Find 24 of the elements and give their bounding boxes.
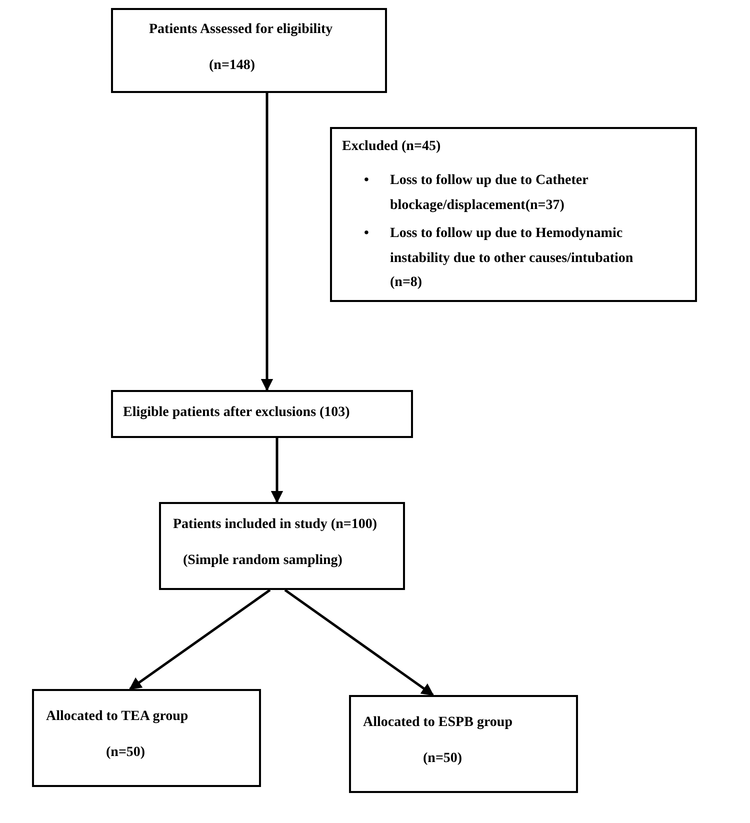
box-text: Patients Assessed for eligibility — [149, 22, 334, 38]
process-box — [330, 127, 697, 302]
box-text: (n=50) — [422, 751, 464, 767]
arrow — [284, 588, 434, 696]
box-text: Allocated to ESPB group — [363, 715, 514, 731]
arrow — [270, 438, 284, 504]
bullet: • — [364, 172, 369, 190]
bullet: • — [364, 225, 369, 243]
box-text: Allocated to TEA group — [46, 709, 190, 725]
process-box — [111, 8, 387, 93]
process-box — [349, 695, 578, 793]
box-text: (n=50) — [105, 745, 146, 761]
box-text: (Simple random sampling) — [182, 553, 344, 569]
box-text: Patients included in study (n=100) — [173, 517, 378, 533]
box-heading: Excluded (n=45) — [342, 139, 442, 155]
box-text: Eligible patients after exclusions (103) — [123, 405, 351, 421]
bullet-item: Loss to follow up due to Catheter blockage/displacement(n=37) — [390, 173, 588, 212]
process-box — [111, 390, 413, 438]
process-box — [159, 502, 405, 590]
arrow — [260, 93, 274, 392]
box-text: (n=148) — [208, 58, 256, 74]
arrow — [128, 588, 271, 690]
bullet-item: Loss to follow up due to Hemodynamic instability due to other causes/intubation (n=8) — [390, 226, 634, 290]
process-box — [32, 689, 261, 787]
